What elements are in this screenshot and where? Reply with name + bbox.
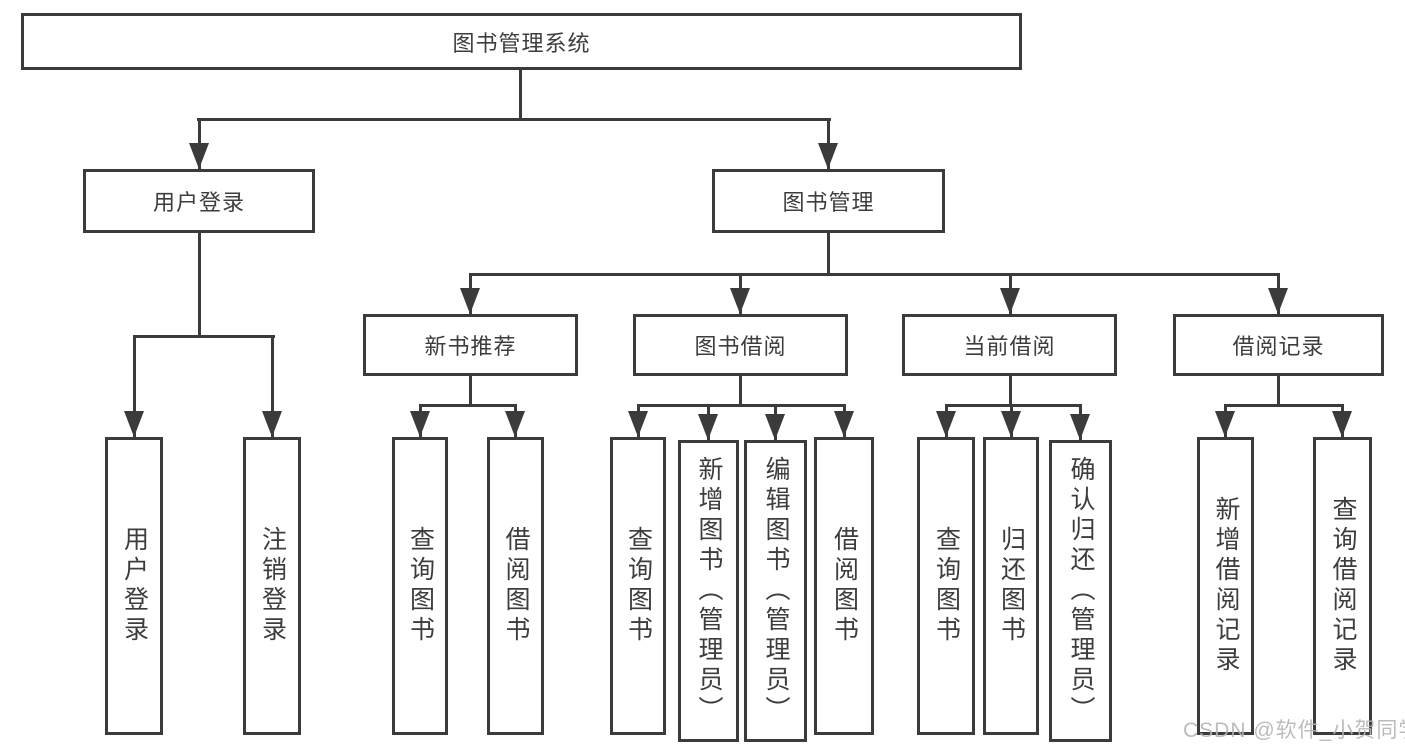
node-current-borrow: 当前借阅 xyxy=(902,314,1117,376)
arrow-down-icon xyxy=(1070,414,1090,440)
arrow-down-icon xyxy=(410,411,430,437)
connector-user-login-stem xyxy=(198,233,201,338)
connector-book-management-stem xyxy=(827,233,830,276)
connector-stub-leaf-user-login xyxy=(133,335,136,437)
arrow-down-icon xyxy=(1001,411,1021,437)
arrow-down-icon xyxy=(818,143,838,169)
arrow-down-icon xyxy=(1332,411,1352,437)
arrow-down-icon xyxy=(1268,288,1288,314)
leaf-label: 借阅图书 xyxy=(830,526,859,646)
leaf-recommend-query-books: 查询图书 xyxy=(392,437,448,735)
connector-recommend-stem xyxy=(469,376,472,407)
arrow-down-icon xyxy=(124,411,144,437)
leaf-label: 查询借阅记录 xyxy=(1329,496,1357,676)
arrow-down-icon xyxy=(1000,288,1020,314)
connector-level3-rail xyxy=(469,273,1280,276)
leaf-borrow-query-books: 查询图书 xyxy=(610,437,666,735)
arrow-down-icon xyxy=(505,411,525,437)
leaf-logout-login: 注销登录 xyxy=(243,437,301,735)
arrow-down-icon xyxy=(730,288,750,314)
leaf-user-login: 用户登录 xyxy=(105,437,163,735)
arrow-down-icon xyxy=(460,288,480,314)
leaf-borrow-borrow-books: 借阅图书 xyxy=(814,437,874,735)
node-borrow-records: 借阅记录 xyxy=(1173,314,1384,376)
leaf-records-query-record: 查询借阅记录 xyxy=(1313,437,1372,735)
leaf-label: 新增借阅记录 xyxy=(1212,496,1240,676)
arrow-down-icon xyxy=(834,411,854,437)
leaf-borrow-add-books-admin: 新增图书（管理员） xyxy=(678,440,739,742)
node-new-book-recommend: 新书推荐 xyxy=(363,314,578,376)
leaf-label: 查询图书 xyxy=(624,526,653,646)
node-root-library-system: 图书管理系统 xyxy=(21,13,1022,70)
leaf-borrow-edit-books-admin: 编辑图书（管理员） xyxy=(744,440,807,742)
connector-current-rail xyxy=(945,404,1082,407)
leaf-current-confirm-return-admin: 确认归还（管理员） xyxy=(1049,440,1112,742)
leaf-label: 归还图书 xyxy=(997,526,1026,646)
connector-borrow-rail xyxy=(637,404,846,407)
arrow-down-icon xyxy=(189,143,209,169)
leaf-label: 查询图书 xyxy=(406,526,435,646)
arrow-down-icon xyxy=(936,411,956,437)
connector-records-stem xyxy=(1277,376,1280,407)
leaf-label: 确认归还（管理员） xyxy=(1067,456,1095,726)
connector-root-stem xyxy=(519,69,522,121)
leaf-label: 新增图书（管理员） xyxy=(695,456,723,726)
connector-records-rail xyxy=(1224,404,1344,407)
arrow-down-icon xyxy=(628,411,648,437)
leaf-label: 用户登录 xyxy=(120,526,149,646)
csdn-watermark: CSDN @软件_小贺同学 xyxy=(1183,719,1405,742)
leaf-label: 注销登录 xyxy=(258,526,287,646)
node-user-login: 用户登录 xyxy=(83,169,315,233)
connector-borrow-stem xyxy=(739,376,742,407)
connector-recommend-rail xyxy=(419,404,517,407)
connector-user-login-rail xyxy=(133,335,275,338)
leaf-label: 借阅图书 xyxy=(502,526,530,646)
leaf-current-query-books: 查询图书 xyxy=(917,437,975,735)
leaf-label: 查询图书 xyxy=(932,526,961,646)
arrow-down-icon xyxy=(765,414,785,440)
arrow-down-icon xyxy=(698,414,718,440)
leaf-current-return-books: 归还图书 xyxy=(983,437,1039,735)
leaf-label: 编辑图书（管理员） xyxy=(762,456,790,726)
leaf-recommend-borrow-books: 借阅图书 xyxy=(487,437,544,735)
node-book-borrow: 图书借阅 xyxy=(633,314,848,376)
connector-level2-rail xyxy=(197,118,831,121)
leaf-records-add-record: 新增借阅记录 xyxy=(1197,437,1254,735)
connector-current-stem xyxy=(1009,376,1012,407)
arrow-down-icon xyxy=(262,411,282,437)
connector-stub-leaf-logout xyxy=(271,335,274,437)
arrow-down-icon xyxy=(1215,411,1235,437)
node-book-management: 图书管理 xyxy=(712,169,945,233)
